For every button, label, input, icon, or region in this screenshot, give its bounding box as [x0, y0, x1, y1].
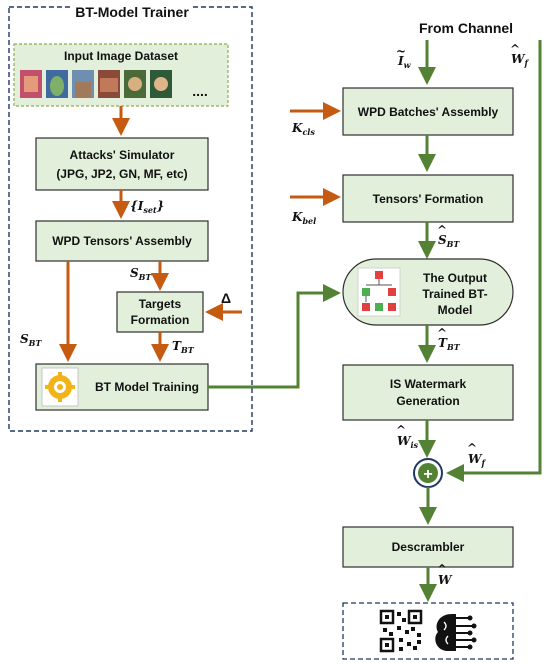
attacks-list: (JPG, JP2, GN, MF, etc) — [56, 167, 187, 181]
from-channel-label: From Channel — [419, 20, 513, 36]
shat-label: SBT — [438, 233, 460, 249]
wf2-label: Wf — [468, 452, 486, 468]
training-label: BT Model Training — [95, 380, 199, 394]
dataset-label: Input Image Dataset — [64, 49, 178, 63]
wpd-tensors-box — [35, 220, 209, 262]
targets-formation-box — [116, 291, 204, 333]
svg-text:^: ^ — [467, 441, 477, 455]
kcls-label: Kcls — [291, 121, 315, 137]
iset-label: {I — [130, 199, 144, 213]
arrow-channel-wf-to-sum — [446, 40, 542, 482]
wf-label: Wf — [511, 52, 529, 68]
descrambler-label: Descrambler — [392, 540, 465, 554]
is-watermark-box — [342, 364, 514, 421]
sbt-label-2: SBT — [20, 332, 42, 348]
is-line1: IS Watermark — [390, 377, 467, 391]
wis-label: Wis — [397, 434, 419, 450]
svg-text:^: ^ — [437, 562, 447, 576]
iw-label: Iw — [397, 54, 412, 70]
dataset-ellipsis: .... — [192, 83, 208, 99]
wpd-tensors-label: WPD Tensors' Assembly — [52, 234, 192, 248]
is-line2: Generation — [396, 394, 459, 408]
dataset-thumbnails — [20, 70, 172, 98]
tensors-formation-box — [342, 174, 514, 223]
wpd-batches-label: WPD Batches' Assembly — [358, 105, 499, 119]
sbt-label-1: SBT — [130, 266, 152, 282]
gear-icon — [41, 367, 79, 407]
that-label: TBT — [438, 336, 461, 352]
kbel-label: Kbel — [291, 210, 316, 226]
targets-line1: Targets — [139, 297, 182, 311]
trainer-title: BT-Model Trainer — [75, 4, 189, 20]
arrow-training-to-model — [208, 284, 341, 389]
svg-text:^: ^ — [437, 223, 447, 237]
svg-text:^: ^ — [437, 326, 447, 340]
w-label: W — [438, 573, 453, 587]
descrambler-box — [342, 526, 514, 568]
svg-text:{Iset}: {Iset} — [130, 199, 164, 215]
qr-code-icon — [379, 609, 423, 653]
delta-label: Δ — [221, 290, 231, 306]
wpd-batches-box — [342, 87, 514, 136]
output-line2: Trained BT- — [422, 287, 487, 301]
attacks-title: Attacks' Simulator — [70, 148, 175, 162]
output-container — [342, 602, 514, 660]
tbt-label: TBT — [172, 339, 195, 355]
attacks-simulator-box — [35, 137, 209, 191]
tree-model-icon — [357, 267, 401, 317]
svg-text:^: ^ — [396, 423, 406, 437]
targets-line2: Formation — [131, 313, 190, 327]
svg-text:~: ~ — [396, 44, 406, 58]
output-line3: Model — [438, 303, 473, 317]
svg-text:^: ^ — [510, 42, 520, 56]
plus-icon: + — [423, 466, 432, 483]
tensors-label: Tensors' Formation — [373, 192, 484, 206]
output-line1: The Output — [423, 271, 487, 285]
brain-circuit-icon — [435, 614, 477, 652]
